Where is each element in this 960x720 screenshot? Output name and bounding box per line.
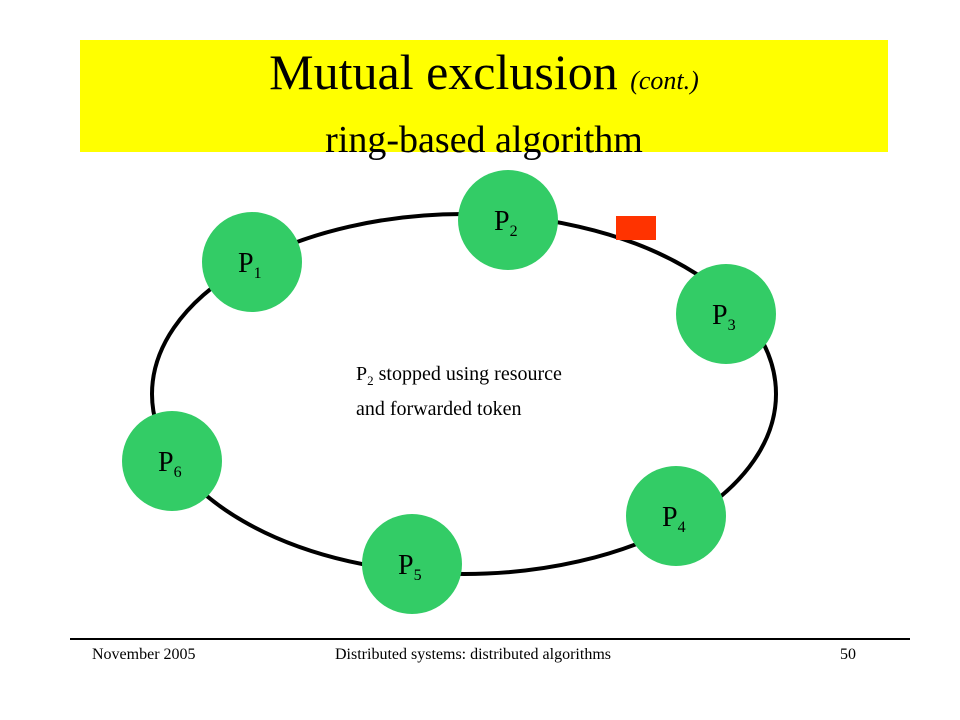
node-label: P2	[494, 206, 518, 240]
node-p2: P2	[458, 170, 558, 270]
node-circle	[458, 170, 558, 270]
node-label: P4	[662, 502, 686, 536]
node-label: P6	[158, 447, 182, 481]
slide-title-sub: (cont.)	[630, 66, 699, 95]
footer-date: November 2005	[92, 646, 196, 663]
slide-title: Mutual exclusion (cont.)	[80, 42, 888, 111]
node-circle	[626, 466, 726, 566]
footer-course: Distributed systems: distributed algorit…	[335, 646, 611, 663]
node-circle	[202, 212, 302, 312]
node-circle	[122, 411, 222, 511]
node-label: P1	[238, 248, 262, 282]
node-p6: P6	[122, 411, 222, 511]
node-label: P5	[398, 550, 422, 584]
node-circle	[362, 514, 462, 614]
node-p5: P5	[362, 514, 462, 614]
caption-p-sub: 2	[367, 373, 374, 388]
title-band	[80, 40, 888, 152]
node-p4: P4	[626, 466, 726, 566]
caption-line-2: and forwarded token	[356, 398, 522, 420]
node-circle	[676, 264, 776, 364]
node-label: P3	[712, 300, 736, 334]
slide-title-main: Mutual exclusion	[269, 44, 618, 100]
caption-line-1: P2 stopped using resource	[356, 360, 562, 395]
footer-rule	[70, 638, 910, 640]
token	[616, 216, 656, 240]
caption-p: P	[356, 363, 368, 385]
node-p3: P3	[676, 264, 776, 364]
slide-subtitle: ring-based algorithm	[325, 119, 643, 161]
diagram-caption: P2 stopped using resource and forwarded …	[356, 360, 562, 423]
caption-line1-rest: stopped using resource	[373, 363, 562, 385]
node-p1: P1	[202, 212, 302, 312]
footer-page-number: 50	[840, 646, 856, 663]
